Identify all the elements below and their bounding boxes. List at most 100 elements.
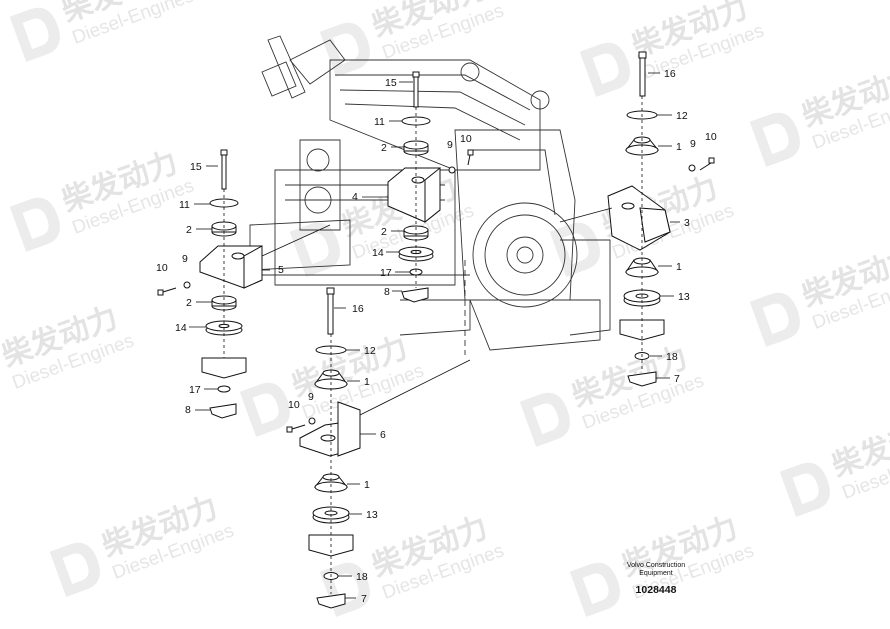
bolt-16-lower xyxy=(326,287,335,335)
callout-13-lower: 13 xyxy=(366,509,378,521)
callout-18-right: 18 xyxy=(666,351,678,363)
callout-15-center: 15 xyxy=(385,77,397,89)
watermark-logo-icon xyxy=(569,562,620,617)
watermark-logo-icon xyxy=(519,392,570,447)
callout-2-upper-left: 2 xyxy=(186,224,192,236)
rubber-mount-1-upper-right xyxy=(624,136,660,156)
callout-10-right: 10 xyxy=(705,131,717,143)
callout-12-right: 12 xyxy=(676,110,688,122)
watermark-logo-icon xyxy=(289,222,340,277)
callout-17-left: 17 xyxy=(189,384,201,396)
callout-17-center: 17 xyxy=(380,267,392,279)
callout-12-lower: 12 xyxy=(364,345,376,357)
callout-1-lower-right: 1 xyxy=(676,261,682,273)
callout-7-lower: 7 xyxy=(361,593,367,605)
bracket-6 xyxy=(299,401,361,457)
plate-7-right xyxy=(627,371,657,387)
bolt-15-center xyxy=(412,71,420,108)
callout-9-left: 9 xyxy=(182,253,188,265)
callout-6: 6 xyxy=(380,429,386,441)
washer-9-center xyxy=(448,166,456,174)
callout-9-right: 9 xyxy=(690,138,696,150)
callout-10-left: 10 xyxy=(156,262,168,274)
watermark-logo-icon xyxy=(319,22,370,77)
washer-9-left xyxy=(183,281,191,289)
callout-3: 3 xyxy=(684,217,690,229)
bolt-10-left xyxy=(157,287,177,296)
callout-7-right: 7 xyxy=(674,373,680,385)
callout-16-right: 16 xyxy=(664,68,676,80)
bolt-10-right xyxy=(699,157,715,171)
callout-1-lower-lower: 1 xyxy=(364,479,370,491)
bracket-4 xyxy=(387,166,441,224)
callout-8-center: 8 xyxy=(384,286,390,298)
washer-13-right xyxy=(623,289,661,307)
callout-11-left: 11 xyxy=(179,199,190,211)
plate-7-lower xyxy=(316,593,346,609)
callout-5: 5 xyxy=(278,264,284,276)
callout-11-center: 11 xyxy=(374,116,385,128)
callout-14-left: 14 xyxy=(175,322,187,334)
upper-center-mount-assembly xyxy=(387,71,474,303)
caption-line-2: Equipment xyxy=(639,570,673,577)
callout-16-lower: 16 xyxy=(352,303,364,315)
callout-10-lower: 10 xyxy=(288,399,300,411)
callout-13-right: 13 xyxy=(678,291,690,303)
callout-2-upper-center: 2 xyxy=(381,142,387,154)
callout-2-lower-left: 2 xyxy=(186,297,192,309)
bolt-15-left xyxy=(220,149,228,190)
caption-line-1: Volvo Construction xyxy=(626,562,686,569)
watermark-logo-icon xyxy=(9,197,60,252)
watermark-logo-icon xyxy=(549,222,600,277)
callout-15-left: 15 xyxy=(190,161,202,173)
watermark-logo-icon xyxy=(749,292,800,347)
callout-9-lower: 9 xyxy=(308,391,314,403)
bracket-5 xyxy=(199,245,263,289)
bolt-16-right xyxy=(638,51,647,97)
washer-9-right xyxy=(688,164,696,172)
watermark-logo-icon xyxy=(239,382,290,437)
watermark-logo-icon xyxy=(779,462,830,517)
callout-14-center: 14 xyxy=(372,247,384,259)
callout-8-left: 8 xyxy=(185,404,191,416)
callout-1-upper-lower: 1 xyxy=(364,376,370,388)
left-mount-assembly xyxy=(157,149,263,419)
watermark-logo-icon xyxy=(319,562,370,617)
watermark-logo-icon xyxy=(9,7,60,62)
frame-block-left xyxy=(201,357,247,379)
watermark-logo-icon xyxy=(49,542,100,597)
callout-9-center: 9 xyxy=(447,139,453,151)
callout-2-lower-center: 2 xyxy=(381,226,387,238)
washer-9-lower xyxy=(308,417,316,425)
drawing-caption: Volvo Construction Equipment 1028448 xyxy=(610,562,702,596)
bolt-10-lower xyxy=(286,424,306,433)
callout-18-lower: 18 xyxy=(356,571,368,583)
watermark-logo-icon xyxy=(749,112,800,167)
right-mount-assembly xyxy=(607,51,715,387)
washer-14-left xyxy=(205,320,243,336)
nut-17-left xyxy=(217,385,231,393)
callout-10-center: 10 xyxy=(460,133,472,145)
lower-center-mount-assembly xyxy=(286,287,361,609)
plate-8-center xyxy=(401,287,429,303)
plate-8-left xyxy=(209,403,237,419)
callout-labels: 15 11 2 9 10 5 2 14 17 8 15 11 2 9 10 4 … xyxy=(156,68,717,605)
drawing-number: 1028448 xyxy=(635,584,677,596)
bracket-3 xyxy=(607,185,671,251)
watermark-logo-icon xyxy=(579,42,630,97)
bolt-10-center xyxy=(467,149,474,166)
rubber-mount-1-lower-lower xyxy=(313,473,349,493)
callout-4: 4 xyxy=(352,191,358,203)
